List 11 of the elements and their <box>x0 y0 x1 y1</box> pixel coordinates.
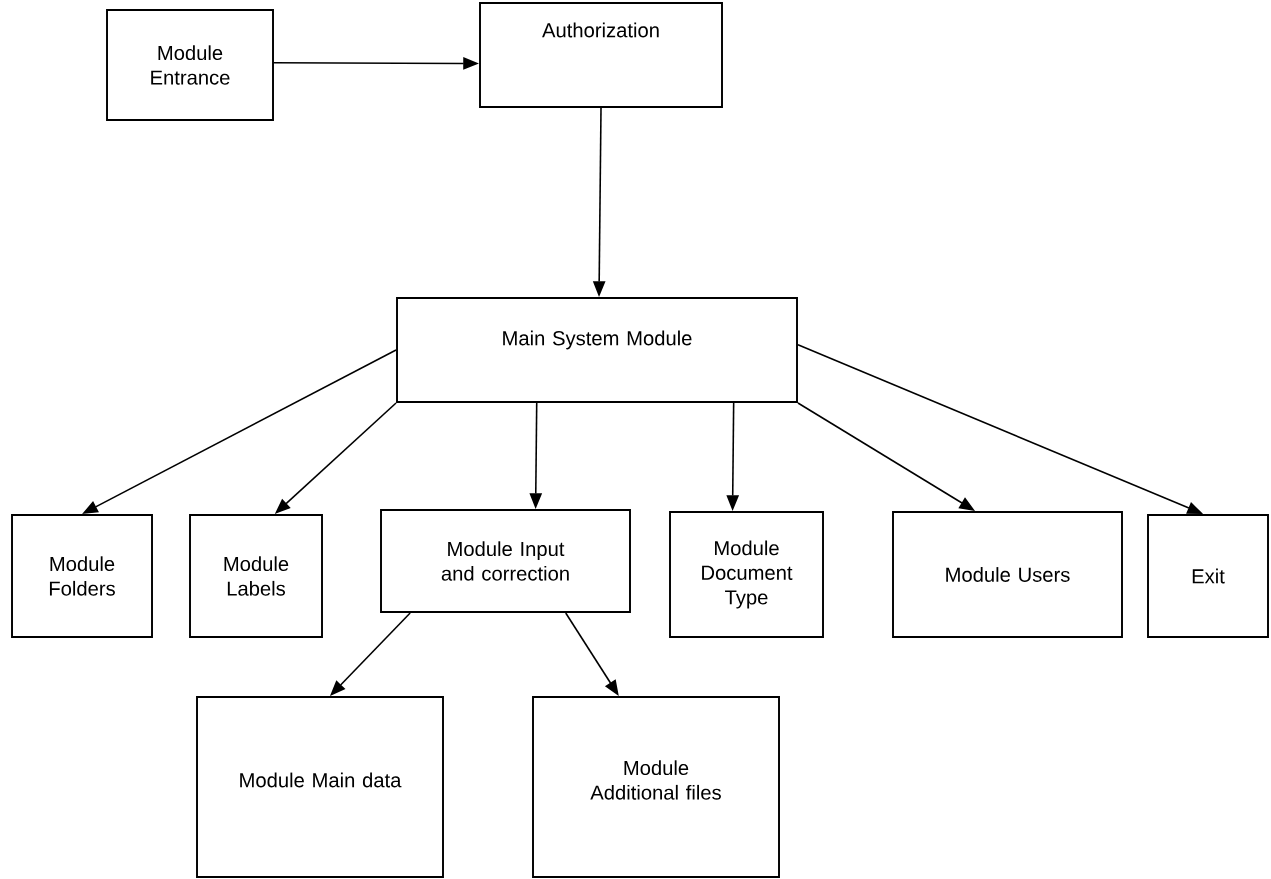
process-box: Module Folders <box>11 514 153 638</box>
process-box: Module Main data <box>196 696 444 878</box>
process-box: Module Entrance <box>106 9 274 121</box>
process-box: Module Labels <box>189 514 323 638</box>
process-box: Module Additional files <box>532 696 780 878</box>
process-box: Module Document Type <box>669 511 824 638</box>
process-box: Module Input and correction <box>380 509 631 613</box>
process-box: Exit <box>1147 514 1269 638</box>
process-box: Main System Module <box>396 297 798 403</box>
process-box: Authorization <box>479 2 723 108</box>
process-box: Module Users <box>892 511 1123 638</box>
